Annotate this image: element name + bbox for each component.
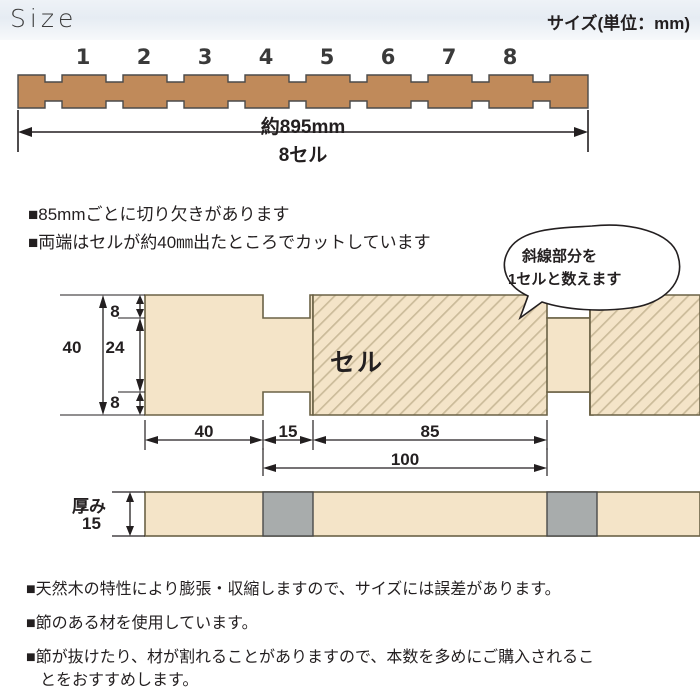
callout-line-1: 斜線部分を (522, 248, 598, 265)
cell-number-1: 1 (75, 45, 91, 69)
cell-number-4: 4 (258, 45, 274, 69)
callout-line-2: 1セルと数えます (508, 271, 622, 288)
page-header: Size サイズ(単位：mm) (0, 0, 700, 40)
note-buy-extra: ■節が抜けたり、材が割れることがありますので、本数を多めにご購入されるこ とをお… (26, 646, 686, 692)
note-cut-ends: ■両端はセルが約40㎜出たところでカットしています (28, 233, 431, 252)
note-natural-wood: ■天然木の特性により膨張・収縮しますので、サイズには誤差があります。 (26, 581, 561, 598)
thickness-view (0, 486, 700, 548)
cross-section-diagram (0, 290, 700, 420)
cell-number-6: 6 (380, 45, 396, 69)
plank-top-view (0, 74, 700, 110)
cell-number-3: 3 (197, 45, 213, 69)
note-knots: ■節のある材を使用しています。 (26, 615, 258, 632)
dim-end-length: 40 (194, 422, 214, 441)
overall-length-label: 約895mm (260, 117, 346, 138)
page-title: Size (10, 4, 78, 33)
thickness-label: 厚み (72, 497, 106, 516)
dim-pitch: 100 (390, 450, 420, 469)
horizontal-dimensions (0, 418, 700, 480)
cell-number-7: 7 (441, 45, 457, 69)
cell-label: セル (330, 349, 385, 377)
note-notch-pitch: ■85mmごとに切り欠きがあります (28, 205, 290, 224)
cell-number-8: 8 (502, 45, 518, 69)
dim-total-height: 40 (62, 338, 82, 357)
dim-middle-height: 24 (105, 338, 125, 357)
note-buy-extra-line1: ■節が抜けたり、材が割れることがありますので、本数を多めにご購入されるこ (26, 649, 595, 666)
dim-top-notch: 8 (110, 302, 120, 321)
dim-notch-width: 15 (278, 422, 298, 441)
dim-cell-width: 85 (420, 422, 440, 441)
dim-bottom-notch: 8 (110, 393, 120, 412)
thickness-value: 15 (82, 514, 101, 533)
note-buy-extra-line2: とをおすすめします。 (40, 672, 199, 690)
overall-cells-label: 8セル (278, 145, 328, 166)
unit-note: サイズ(単位：mm) (546, 14, 690, 33)
cell-number-5: 5 (319, 45, 335, 69)
cell-number-2: 2 (136, 45, 152, 69)
overall-dimension (0, 108, 700, 168)
callout-bubble (480, 222, 700, 322)
